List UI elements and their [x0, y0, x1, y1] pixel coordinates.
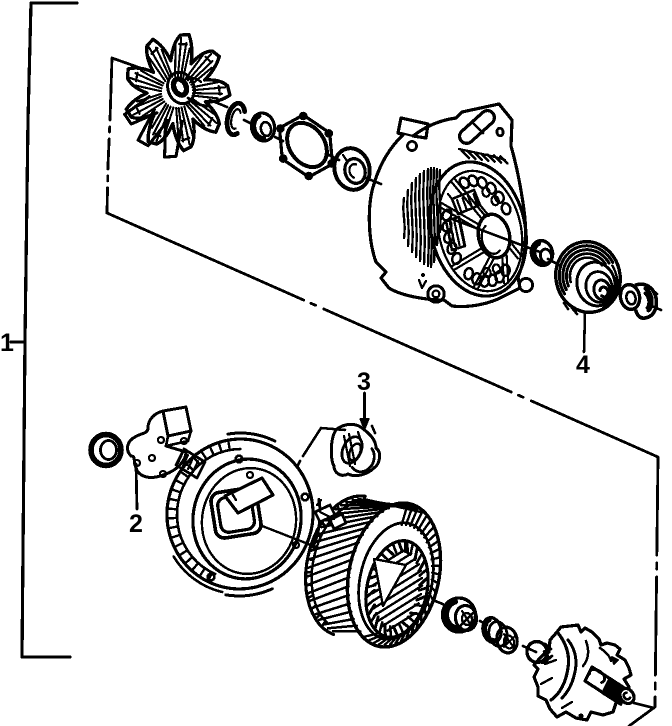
svg-text:2: 2	[129, 510, 143, 538]
svg-text:4: 4	[576, 351, 590, 379]
svg-text:1: 1	[0, 329, 14, 357]
svg-text:3: 3	[357, 368, 371, 396]
